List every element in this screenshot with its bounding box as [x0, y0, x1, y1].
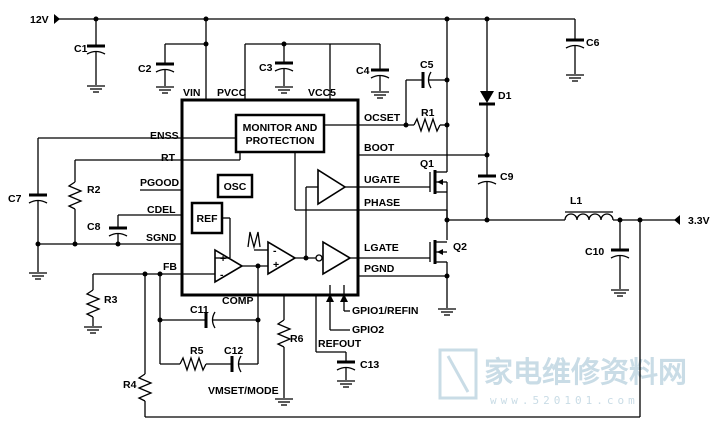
capacitor-c5	[405, 71, 447, 125]
pwm-comparator-icon	[267, 240, 297, 276]
label-c6: C6	[586, 37, 600, 49]
pwm-plus-label: +	[273, 259, 279, 271]
pin-refout: REFOUT	[318, 338, 362, 350]
diode-d1-icon	[479, 19, 495, 176]
inductor-l1-icon	[564, 211, 614, 221]
pin-pvcc: PVCC	[217, 87, 247, 99]
mosfet-q2-icon	[358, 240, 457, 316]
capacitor-c4	[370, 44, 390, 99]
gpio1-arrow-icon	[340, 294, 348, 302]
resistor-r4	[137, 373, 153, 402]
pin-fb: FB	[163, 261, 177, 273]
pin-gpio1-refin: GPIO1/REFIN	[352, 305, 419, 317]
label-r2: R2	[87, 184, 101, 196]
pin-enss: ENSS	[150, 130, 179, 142]
label-c12: C12	[224, 345, 243, 357]
label-d1: D1	[498, 90, 512, 102]
resistor-r3	[85, 289, 101, 318]
lower-gate-driver-icon	[322, 240, 352, 276]
capacitor-c3	[274, 44, 294, 94]
pin-pgood: PGOOD	[140, 177, 180, 189]
ref-label: REF	[197, 213, 219, 225]
label-r5: R5	[190, 345, 204, 357]
watermark-url: www.520101.com	[490, 394, 639, 407]
ea-minus-label: -	[220, 269, 224, 281]
ramp-icon	[247, 231, 261, 250]
resistor-r5	[179, 355, 207, 373]
mosfet-q1-icon	[358, 170, 448, 220]
label-c10: C10	[585, 246, 604, 258]
capacitor-c9	[477, 174, 497, 220]
pin-cdel: CDEL	[147, 204, 176, 216]
resistor-r1	[413, 116, 441, 134]
capacitor-c7	[28, 138, 48, 280]
label-c7: C7	[8, 193, 22, 205]
pin-gpio2: GPIO2	[352, 324, 384, 336]
watermark-logo-icon	[438, 348, 478, 400]
label-q2: Q2	[453, 241, 467, 253]
capacitor-c6	[565, 19, 585, 82]
label-c3: C3	[259, 62, 273, 74]
capacitor-c12	[206, 355, 258, 373]
pin-ocset: OCSET	[364, 112, 401, 124]
label-c1: C1	[74, 43, 88, 55]
capacitor-c11	[160, 311, 258, 329]
label-r1: R1	[421, 107, 435, 119]
capacitor-c8	[108, 215, 128, 244]
pin-vmset-mode: VMSET/MODE	[208, 385, 279, 397]
pin-rt: RT	[161, 152, 176, 164]
gpio2-arrow-icon	[326, 294, 334, 302]
monitor-block-label-2: PROTECTION	[246, 135, 315, 147]
monitor-protection-block	[234, 113, 326, 154]
label-c4: C4	[356, 65, 370, 77]
label-r4: R4	[123, 379, 137, 391]
upper-gate-driver-icon	[317, 168, 347, 206]
ea-plus-label: +	[220, 253, 226, 265]
pin-lgate: LGATE	[364, 242, 399, 254]
resistor-r6	[276, 319, 292, 348]
vin-rail-label: 12V	[30, 14, 49, 26]
controller-ic	[180, 98, 360, 297]
pin-vin: VIN	[183, 87, 201, 99]
label-c5: C5	[420, 59, 434, 71]
capacitor-c1	[86, 44, 106, 93]
pin-ugate: UGATE	[364, 174, 400, 186]
inverter-bubble-icon	[315, 254, 323, 262]
internal-wiring	[182, 124, 358, 295]
watermark: 家电维修资料网 www.520101.com	[438, 348, 687, 407]
label-c2: C2	[138, 63, 152, 75]
label-c13: C13	[360, 359, 379, 371]
label-l1: L1	[570, 195, 582, 207]
capacitor-c10	[610, 220, 630, 297]
vout-rail-label: 3.3V	[688, 215, 710, 227]
label-c9: C9	[500, 171, 514, 183]
osc-label: OSC	[224, 181, 247, 193]
pin-comp: COMP	[222, 295, 254, 307]
pin-sgnd: SGND	[146, 232, 177, 244]
pin-vcc5: VCC5	[308, 87, 336, 99]
monitor-block-label-1: MONITOR AND	[243, 122, 318, 134]
pwm-minus-label: -	[273, 245, 277, 257]
label-c11: C11	[190, 304, 209, 316]
osc-block	[216, 173, 254, 199]
label-r3: R3	[104, 294, 118, 306]
capacitor-c13	[336, 352, 356, 388]
capacitor-c2	[155, 44, 175, 94]
vout-arrow-icon	[674, 215, 680, 225]
resistor-r2	[67, 181, 83, 210]
pin-phase: PHASE	[364, 197, 400, 209]
watermark-text: 家电维修资料网	[484, 355, 687, 389]
label-r6: R6	[290, 333, 304, 345]
pin-pgnd: PGND	[364, 263, 395, 275]
pin-boot: BOOT	[364, 142, 395, 154]
label-q1: Q1	[420, 158, 434, 170]
label-c8: C8	[87, 221, 101, 233]
